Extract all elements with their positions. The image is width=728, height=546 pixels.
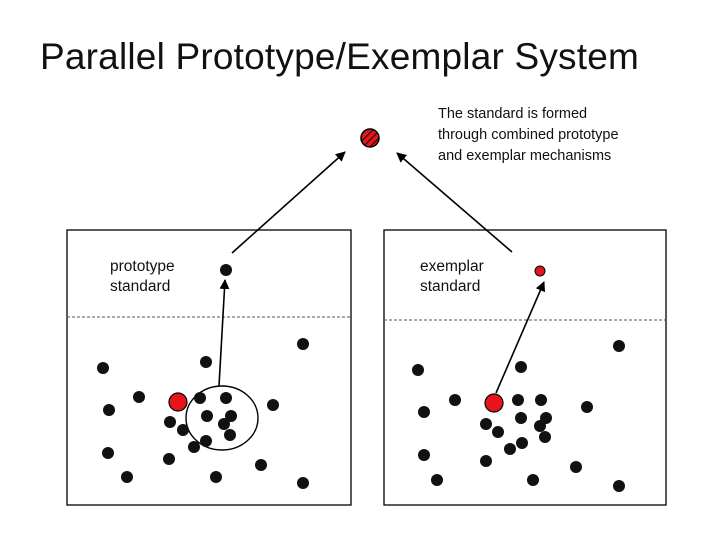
exemplar-standard-label: exemplar standard — [420, 257, 484, 297]
prototype-panel-point-21 — [210, 471, 222, 483]
exemplar-panel-point-19 — [570, 461, 582, 473]
prototype-label-line-2: standard — [110, 278, 171, 295]
prototype-panel-point-14 — [224, 429, 236, 441]
exemplar-panel-point-11 — [480, 418, 492, 430]
prototype-panel-point-2 — [200, 356, 212, 368]
prototype-panel-point-16 — [188, 441, 200, 453]
exemplar-panel-point-21 — [527, 474, 539, 486]
exemplar-panel-point-3 — [412, 364, 424, 376]
prototype-standard-label: prototype standard — [110, 257, 175, 297]
prototype-panel-point-11 — [164, 416, 176, 428]
prototype-panel-point-1 — [297, 338, 309, 350]
prototype-panel-point-12 — [218, 418, 230, 430]
exemplar-label-line-2: standard — [420, 278, 481, 295]
prototype-panel-point-3 — [97, 362, 109, 374]
exemplar-to-standard-arrow — [495, 281, 546, 394]
exemplar-to-combined-arrow — [396, 152, 513, 253]
combined-standard-hatched-circle-icon — [360, 128, 380, 148]
prototype-standard-black-dot-icon — [220, 264, 232, 276]
prototype-panel-point-17 — [102, 447, 114, 459]
exemplar-panel-point-8 — [418, 406, 430, 418]
prototype-panel-point-22 — [297, 477, 309, 489]
exemplar-panel-point-17 — [418, 449, 430, 461]
exemplar-category-red-point — [484, 393, 504, 413]
prototype-panel-point-9 — [201, 410, 213, 422]
note-line-3: and exemplar mechanisms — [438, 148, 612, 164]
exemplar-standard-red-dot-icon — [534, 265, 546, 277]
prototype-panel-point-5 — [194, 392, 206, 404]
exemplar-panel-point-5 — [512, 394, 524, 406]
exemplar-panel-point-13 — [492, 426, 504, 438]
prototype-label-line-1: prototype — [110, 258, 175, 275]
exemplar-panel-point-14 — [539, 431, 551, 443]
exemplar-panel-point-18 — [480, 455, 492, 467]
prototype-panel-point-13 — [177, 424, 189, 436]
exemplar-panel-point-7 — [581, 401, 593, 413]
slide-title: Parallel Prototype/Exemplar System — [40, 36, 640, 77]
cluster-to-prototype-arrow — [218, 279, 230, 387]
prototype-category-red-point — [168, 392, 188, 412]
prototype-panel-points — [97, 338, 309, 489]
exemplar-panel-point-9 — [515, 412, 527, 424]
prototype-panel-point-7 — [267, 399, 279, 411]
exemplar-panel-point-15 — [516, 437, 528, 449]
exemplar-panel-frame — [383, 229, 667, 506]
exemplar-panel-point-1 — [613, 340, 625, 352]
prototype-cluster-ellipse — [185, 385, 259, 451]
exemplar-panel-point-20 — [431, 474, 443, 486]
prototype-panel-point-6 — [220, 392, 232, 404]
annotation-note: The standard is formed through combined … — [438, 104, 698, 167]
prototype-panel-point-8 — [103, 404, 115, 416]
exemplar-panel-points — [412, 340, 625, 492]
exemplar-panel-point-22 — [613, 480, 625, 492]
prototype-panel-point-20 — [121, 471, 133, 483]
exemplar-panel-point-2 — [515, 361, 527, 373]
exemplar-panel-point-16 — [504, 443, 516, 455]
prototype-panel-point-19 — [255, 459, 267, 471]
exemplar-panel-point-6 — [535, 394, 547, 406]
note-line-2: through combined prototype — [438, 127, 619, 143]
prototype-panel-point-18 — [163, 453, 175, 465]
prototype-panel-point-4 — [133, 391, 145, 403]
prototype-panel-point-15 — [200, 435, 212, 447]
exemplar-panel-point-4 — [449, 394, 461, 406]
prototype-panel-frame — [66, 229, 352, 506]
prototype-panel-point-10 — [225, 410, 237, 422]
exemplar-panel-point-12 — [534, 420, 546, 432]
exemplar-label-line-1: exemplar — [420, 258, 484, 275]
note-line-1: The standard is formed — [438, 106, 588, 122]
prototype-to-combined-arrow — [231, 151, 346, 254]
